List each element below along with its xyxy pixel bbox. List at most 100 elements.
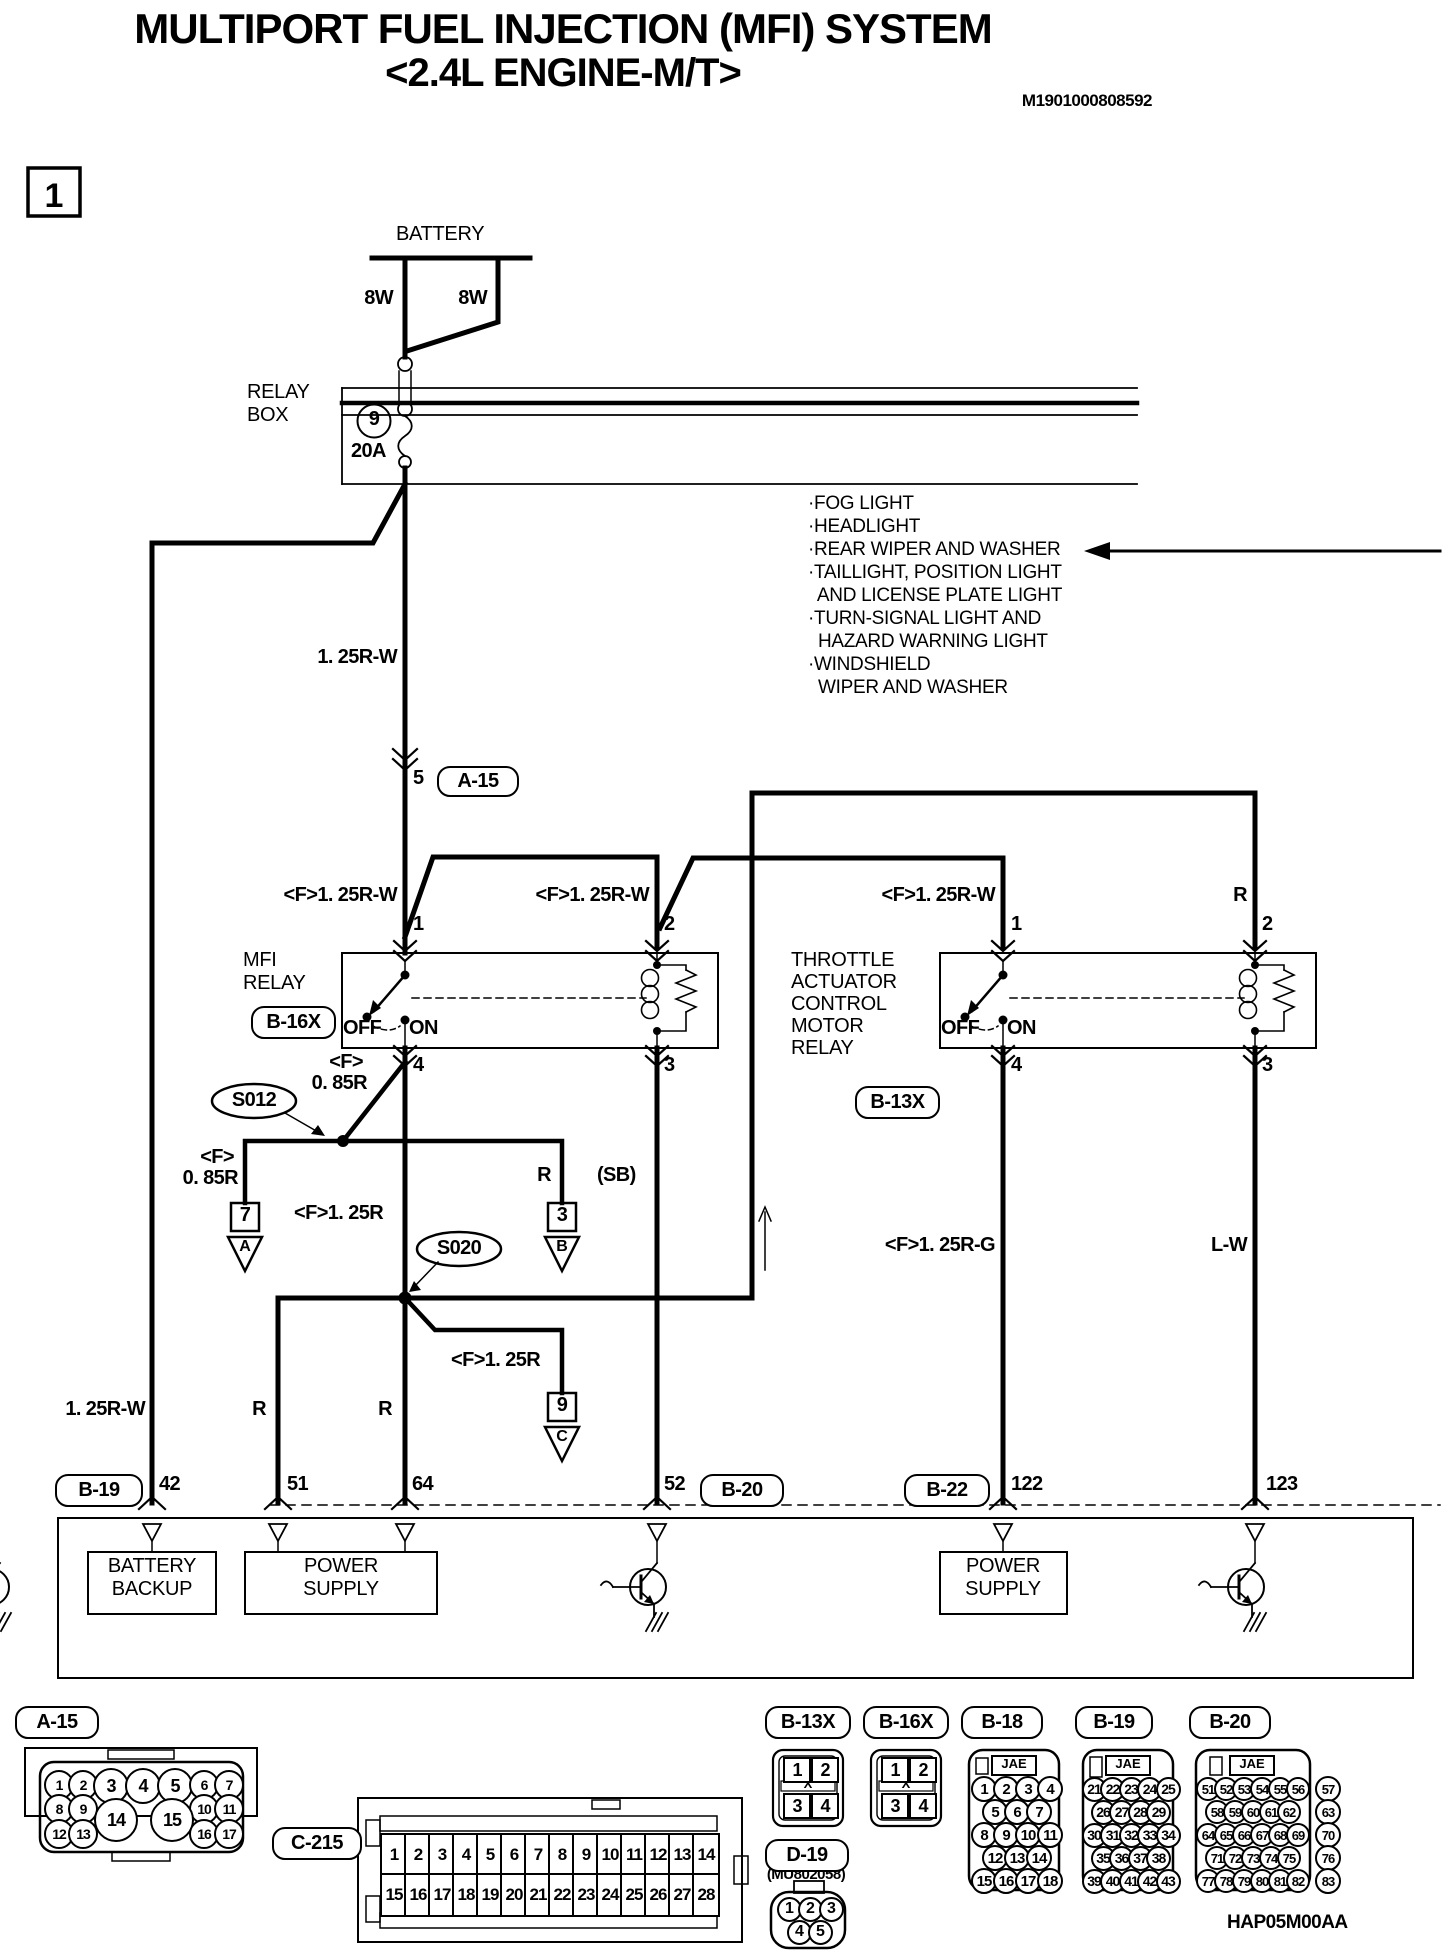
- label-mfi_relay-off: OFF: [343, 1017, 382, 1039]
- label-battery-label: BATTERY: [396, 223, 485, 245]
- connector-pin: 13: [68, 1819, 98, 1849]
- label-wires-s012_feed: 0. 85R: [311, 1072, 368, 1094]
- label-wires-mfi_pin2: <F>1. 25R-W: [535, 884, 650, 906]
- connector-pin: 69: [1286, 1823, 1310, 1847]
- label-splices-s020: S020: [436, 1237, 482, 1259]
- connector-pin: 34: [1155, 1822, 1181, 1848]
- label-ecu-pin64: 64: [412, 1473, 434, 1495]
- connector-pin: 3: [818, 1896, 844, 1922]
- connector-pin: 43: [1155, 1868, 1181, 1894]
- badge-connectors-b18-id: B-18: [961, 1706, 1043, 1739]
- connector-pin: 80: [1250, 1869, 1274, 1893]
- connector-pin: 56: [1286, 1777, 1310, 1801]
- c215-cavity: 16: [404, 1873, 432, 1917]
- label-wires-ecu42: 1. 25R-W: [65, 1398, 145, 1420]
- load-arrow: [1084, 542, 1442, 560]
- label-loads-5: ·TURN-SIGNAL LIGHT AND: [808, 608, 1042, 629]
- connector-pin: 15: [971, 1868, 997, 1894]
- label-ecu-power_supply1_line1: POWER: [303, 1555, 379, 1577]
- label-terminals-t3-pin: 3: [556, 1204, 568, 1226]
- connector-pin: 17: [1015, 1868, 1041, 1894]
- label-wires-term7_f: <F>: [200, 1146, 234, 1168]
- connector-pin: 12: [44, 1819, 74, 1849]
- terminal-symbols: [225, 1201, 582, 1464]
- label-tac_relay-name_line5: RELAY: [791, 1037, 854, 1059]
- relay-socket-cavity: 2: [909, 1757, 937, 1783]
- label-wires-tac_pin3: L-W: [1211, 1234, 1248, 1256]
- label-tac_relay-name_line1: THROTTLE: [791, 949, 895, 971]
- label-connectors-b18-maker: JAE: [1001, 1756, 1027, 1771]
- sheet-number-box: [26, 166, 82, 218]
- b16x-connector-shell: [869, 1748, 943, 1828]
- connector-pin: 70: [1315, 1822, 1341, 1848]
- label-wires-s012_feed_f: <F>: [329, 1051, 363, 1073]
- label-ecu-power_supply1_line2: SUPPLY: [303, 1578, 379, 1600]
- label-tac_relay-off: OFF: [941, 1017, 980, 1039]
- connector-pin: 5: [807, 1919, 833, 1945]
- connector-pin: 10: [1015, 1822, 1041, 1848]
- label-wires-term3: R: [537, 1164, 551, 1186]
- label-mfi_relay-name_line1: MFI: [243, 949, 277, 971]
- connector-pin: 16: [993, 1868, 1019, 1894]
- relay-socket-cavity: 2: [811, 1757, 839, 1783]
- badge-connectors-b20-id: B-20: [1189, 1706, 1271, 1739]
- relay-socket-cavity: 3: [783, 1793, 811, 1819]
- label-ecu-pin42: 42: [159, 1473, 181, 1495]
- label-wires-term7: 0. 85R: [182, 1167, 239, 1189]
- c215-cavity: 23: [572, 1873, 600, 1917]
- connector-pin: 5: [157, 1768, 193, 1804]
- label-relay_pins-tac_2: 2: [1262, 913, 1273, 935]
- badge-connectors-b13x-id: B-13X: [765, 1706, 851, 1739]
- label-wires-battery_main: 1. 25R-W: [317, 646, 397, 668]
- label-loads-8: WIPER AND WASHER: [808, 677, 1008, 698]
- label-ecu-power_supply2_line1: POWER: [965, 1555, 1041, 1577]
- c215-cavity: 4: [452, 1833, 480, 1877]
- connector-pin: 38: [1146, 1845, 1171, 1871]
- connector-pin: 7: [1026, 1799, 1052, 1825]
- label-wires-tac_pin4: <F>1. 25R-G: [884, 1234, 996, 1256]
- label-loads-1: ·HEADLIGHT: [808, 516, 921, 537]
- connector-pin: 14: [94, 1798, 138, 1842]
- label-loads-0: ·FOG LIGHT: [808, 493, 914, 514]
- connector-pin: 5: [982, 1799, 1008, 1825]
- label-loads-2: ·REAR WIPER AND WASHER: [808, 539, 1061, 560]
- badge-connectors-c215-id: C-215: [272, 1827, 362, 1860]
- badge-connectors-b16x-id: B-16X: [863, 1706, 949, 1739]
- c215-cavity: 6: [500, 1833, 528, 1877]
- relay-symbol: [341, 939, 719, 1068]
- relay-socket-cavity: 3: [881, 1793, 909, 1819]
- badge-mfi_relay-connector_id: B-16X: [251, 1006, 336, 1039]
- splice-callouts: [210, 1082, 503, 1292]
- connector-pin: 3: [1015, 1776, 1041, 1802]
- connector-pin: 62: [1277, 1800, 1301, 1824]
- mfi-coil-driver-transistor: [599, 1561, 670, 1633]
- relay-socket-cavity: 1: [881, 1757, 909, 1783]
- label-relay_pins-mfi_1: 1: [413, 913, 424, 935]
- connector-pin: 1: [776, 1896, 802, 1922]
- label-ecu-pin122: 122: [1011, 1473, 1043, 1495]
- label-terminals-t7-letter: A: [239, 1238, 251, 1255]
- label-relay_box-fuse_number: 9: [368, 408, 380, 430]
- label-loads-7: ·WINDSHIELD: [808, 654, 931, 675]
- connector-pin: 83: [1315, 1868, 1341, 1894]
- label-connectors-b13x-mark: X: [803, 1776, 813, 1791]
- label-mfi_relay-name_line2: RELAY: [243, 972, 306, 994]
- badge-tac_relay-connector_id: B-13X: [855, 1086, 940, 1119]
- label-relay_box-name_line1: RELAY: [247, 381, 310, 403]
- label-ecu-battery_backup_line2: BACKUP: [111, 1578, 193, 1600]
- label-relay_pins-tac_3: 3: [1262, 1054, 1273, 1076]
- relay-socket-cavity: 4: [811, 1793, 839, 1819]
- b20-connector-shell: [1194, 1748, 1312, 1892]
- connector-pin: 82: [1286, 1869, 1310, 1893]
- connector-pin: 63: [1315, 1799, 1341, 1825]
- badge-inline_connector-id: A-15: [437, 766, 519, 797]
- label-terminals-t7-pin: 7: [239, 1204, 251, 1226]
- connector-pin: 29: [1146, 1799, 1171, 1825]
- connector-pin: 6: [1004, 1799, 1030, 1825]
- label-battery-wire_right: 8W: [458, 287, 487, 309]
- label-wires-term3_sb: (SB): [597, 1164, 636, 1186]
- label-mfi_relay-on: ON: [409, 1017, 438, 1039]
- continuation-arrow: [758, 1205, 772, 1271]
- label-relay_pins-mfi_4: 4: [413, 1054, 424, 1076]
